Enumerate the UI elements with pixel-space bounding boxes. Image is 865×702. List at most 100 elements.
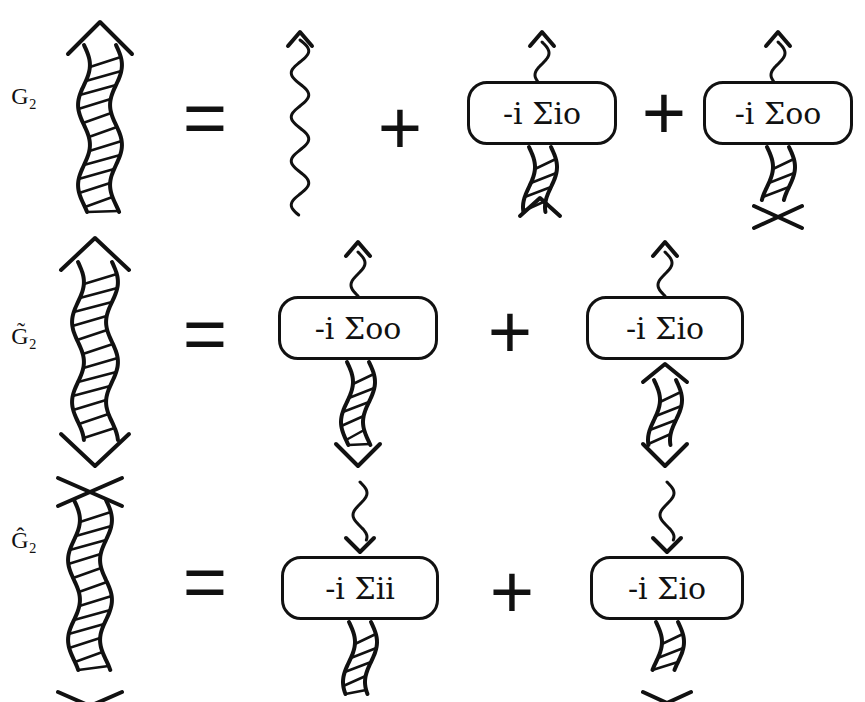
cross-end (58, 692, 122, 702)
propagator-hatch (652, 662, 678, 670)
propagator-hatch (75, 652, 103, 662)
cross-end (58, 478, 122, 506)
arrow-head (336, 444, 380, 466)
propagator-hatch (77, 330, 107, 340)
propagator-hatch (763, 187, 789, 197)
propagator-hatch (79, 414, 109, 424)
self-energy-box: -i Σii (281, 556, 439, 620)
propagator-edge (72, 262, 84, 440)
propagator-hatch (79, 169, 114, 179)
propagator-name: G̃₂ (11, 324, 37, 348)
propagator-hatch (69, 638, 100, 648)
propagator-hatch (87, 211, 119, 212)
photon-line (353, 482, 367, 540)
propagator-edge (670, 380, 682, 445)
propagator-hatch (80, 85, 116, 95)
propagator-hatch (656, 406, 681, 416)
propagator-hatch (84, 274, 117, 284)
propagator-hatch (83, 344, 113, 354)
self-energy-box: -i Σio (590, 556, 744, 620)
propagator-hatch (72, 316, 106, 326)
propagator-hatch (80, 288, 117, 298)
propagator-hatch (349, 388, 374, 398)
arrow-head (346, 242, 370, 256)
propagator-edge (652, 622, 662, 670)
arrow-head (346, 538, 374, 552)
cross-end (754, 206, 802, 228)
equals-sign: = (183, 544, 227, 620)
propagator-edge (365, 622, 377, 694)
arrow-head (68, 22, 132, 54)
propagator-hatch (345, 690, 366, 694)
propagator-edge (648, 380, 660, 445)
propagator-hatch (74, 610, 110, 620)
propagator-hatch (78, 372, 116, 382)
cross-end (58, 478, 122, 506)
propagator-hatch (73, 568, 101, 578)
arrow-head (643, 444, 687, 466)
plus-sign: + (378, 90, 422, 166)
propagator-name: G₂ (11, 84, 37, 108)
propagator-hatch (85, 197, 113, 207)
propagator-hatch (658, 648, 683, 658)
plus-sign: + (488, 294, 532, 370)
propagator-hatch (86, 71, 121, 81)
propagator-edge (762, 147, 773, 200)
arrow-head (61, 434, 129, 466)
self-energy-label: -i Σoo (315, 311, 402, 346)
arrow-head (643, 364, 687, 382)
photon-line (351, 252, 365, 296)
propagator-hatch (79, 183, 110, 193)
self-energy-box: -i Σio (467, 81, 617, 145)
equals-sign: = (183, 80, 227, 156)
propagator-hatch (73, 386, 110, 396)
photon-line (291, 40, 308, 215)
propagator-hatch (90, 57, 121, 67)
self-energy-box: -i Σoo (703, 81, 853, 145)
propagator-hatch (343, 676, 365, 686)
propagator-hatch (79, 596, 111, 606)
cross-end (58, 692, 122, 702)
propagator-hatch (341, 416, 363, 426)
propagator-hatch (343, 402, 369, 412)
arrow-head (61, 238, 129, 270)
arrow-head (653, 538, 681, 552)
propagator-hatch (68, 554, 100, 564)
propagator-hatch (89, 141, 121, 151)
propagator-hatch (348, 444, 370, 445)
propagator-hatch (525, 187, 551, 197)
propagator-hatch (351, 648, 376, 658)
self-energy-label: -i Σii (325, 571, 395, 606)
propagator-hatch (769, 173, 794, 183)
self-energy-box: -i Σoo (278, 296, 438, 360)
photon-line (658, 252, 672, 296)
plus-sign: + (490, 554, 534, 630)
propagator-hatch (80, 512, 111, 522)
propagator-hatch (69, 624, 104, 634)
propagator-hatch (660, 392, 681, 402)
arrow-head (766, 32, 790, 46)
photon-line (771, 42, 785, 81)
propagator-hatch (76, 526, 111, 536)
photon-line (535, 42, 549, 81)
self-energy-label: -i Σio (628, 571, 706, 606)
cross-end (754, 206, 802, 228)
propagator-edge (341, 362, 353, 445)
propagator-hatch (345, 662, 371, 672)
propagator-hatch (78, 666, 108, 670)
arrow-head (288, 32, 312, 46)
propagator-hatch (650, 420, 676, 430)
propagator-edge (78, 45, 90, 212)
propagator-hatch (78, 99, 110, 109)
propagator-hatch (531, 173, 556, 183)
propagator-hatch (79, 582, 107, 592)
propagator-hatch (355, 634, 376, 644)
propagator-hatch (70, 540, 106, 550)
photon-line (660, 482, 674, 540)
plus-sign: + (642, 75, 686, 151)
propagator-hatch (662, 634, 683, 644)
propagator-hatch (353, 374, 374, 384)
propagator-hatch (83, 358, 117, 368)
arrow-head (653, 242, 677, 256)
self-energy-label: -i Σio (503, 96, 581, 131)
